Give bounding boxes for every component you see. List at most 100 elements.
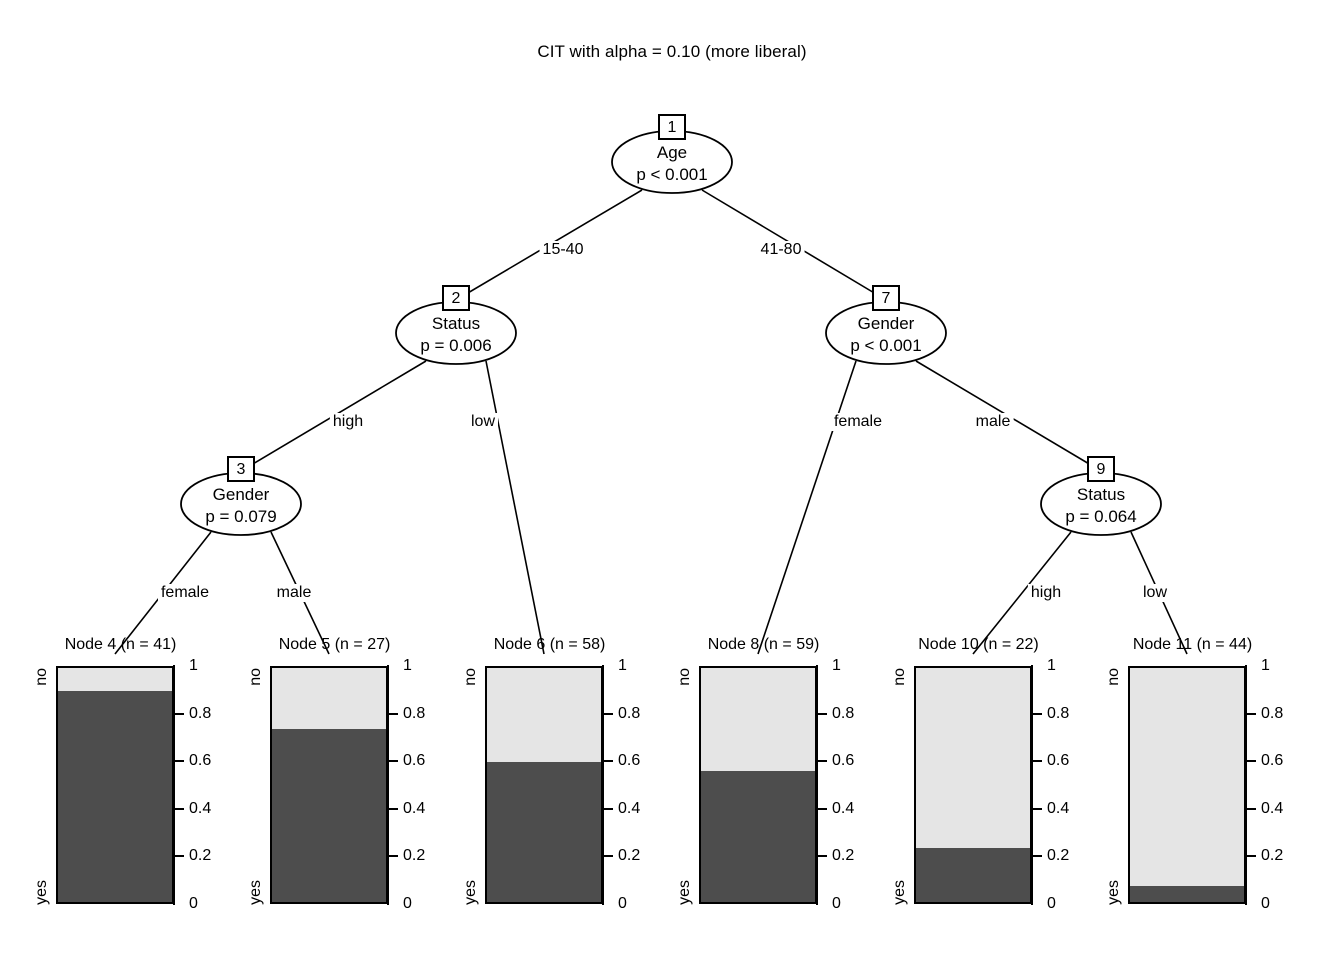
y-axis-line xyxy=(387,665,389,905)
edge-label-9-11: low xyxy=(1139,584,1171,602)
bar-segment-yes xyxy=(487,761,601,902)
axis-tick xyxy=(1247,760,1256,763)
tree-edge-7-8 xyxy=(757,360,857,655)
node-pvalue-label: p = 0.064 xyxy=(1065,507,1137,526)
axis-tick-label: 0.4 xyxy=(1261,799,1284,817)
tree-edge-9-10 xyxy=(972,531,1072,655)
axis-tick-label: 0.2 xyxy=(1047,847,1070,865)
axis-tick-label: 0 xyxy=(1047,895,1056,912)
y-axis-line xyxy=(1031,665,1033,905)
axis-tick xyxy=(389,807,398,810)
axis-tick xyxy=(1033,760,1042,763)
tree-edge-2-6 xyxy=(485,360,545,655)
terminal-barplot xyxy=(699,666,817,904)
edge-label-9-10: high xyxy=(1027,584,1065,602)
terminal-node-title: Node 4 (n = 41) xyxy=(64,636,177,653)
category-label-no: no xyxy=(462,668,479,686)
axis-tick xyxy=(1247,712,1256,715)
axis-tick xyxy=(175,855,184,858)
axis-tick-label: 0.8 xyxy=(832,704,855,722)
axis-tick xyxy=(389,760,398,763)
node-number-box: 2 xyxy=(442,285,470,311)
category-label-no: no xyxy=(891,668,908,686)
axis-tick-label: 0.2 xyxy=(618,847,641,865)
node-variable-label: Status xyxy=(1076,485,1126,504)
edge-label-1-7: 41-80 xyxy=(757,241,805,259)
edge-label-7-9: male xyxy=(972,413,1014,431)
axis-tick-label: 0.6 xyxy=(1261,752,1284,770)
y-axis-line xyxy=(1245,665,1247,905)
axis-tick xyxy=(175,712,184,715)
node-variable-label: Age xyxy=(656,143,688,162)
axis-tick-label: 0.6 xyxy=(403,752,426,770)
axis-tick-label: 0.8 xyxy=(1047,704,1070,722)
page-title: CIT with alpha = 0.10 (more liberal) xyxy=(537,42,807,61)
category-label-no: no xyxy=(676,668,693,686)
axis-tick-label: 1 xyxy=(832,657,841,674)
axis-tick xyxy=(1033,712,1042,715)
axis-tick xyxy=(818,855,827,858)
axis-tick-label: 0.4 xyxy=(189,799,212,817)
category-label-no: no xyxy=(33,668,50,686)
node-pvalue-label: p < 0.001 xyxy=(636,165,708,184)
edge-label-3-5: male xyxy=(273,584,315,602)
axis-tick-label: 0.6 xyxy=(618,752,641,770)
edge-label-7-8: female xyxy=(830,413,886,431)
axis-tick xyxy=(1033,855,1042,858)
axis-tick-label: 0.8 xyxy=(189,704,212,722)
axis-tick-label: 0.4 xyxy=(618,799,641,817)
terminal-barplot xyxy=(56,666,174,904)
node-number-box: 3 xyxy=(227,456,255,482)
axis-tick xyxy=(389,712,398,715)
terminal-node-title: Node 8 (n = 59) xyxy=(707,636,820,653)
axis-tick-label: 1 xyxy=(1261,657,1270,674)
edge-label-2-3: high xyxy=(329,413,367,431)
node-variable-label: Status xyxy=(431,314,481,333)
bar-segment-yes xyxy=(272,728,386,902)
axis-tick-label: 0.8 xyxy=(618,704,641,722)
axis-tick-label: 0.4 xyxy=(1047,799,1070,817)
category-label-yes: yes xyxy=(891,880,908,905)
axis-tick xyxy=(389,855,398,858)
bar-segment-yes xyxy=(58,691,172,902)
axis-tick xyxy=(818,712,827,715)
axis-tick xyxy=(604,807,613,810)
axis-tick-label: 0 xyxy=(618,895,627,912)
y-axis-line xyxy=(816,665,818,905)
axis-tick xyxy=(604,855,613,858)
axis-tick-label: 0 xyxy=(189,895,198,912)
terminal-node-title: Node 10 (n = 22) xyxy=(918,636,1039,653)
axis-tick-label: 0.2 xyxy=(403,847,426,865)
terminal-barplot xyxy=(270,666,388,904)
axis-tick xyxy=(604,760,613,763)
terminal-barplot xyxy=(485,666,603,904)
terminal-barplot xyxy=(1128,666,1246,904)
category-label-yes: yes xyxy=(462,880,479,905)
axis-tick-label: 1 xyxy=(1047,657,1056,674)
axis-tick-label: 1 xyxy=(618,657,627,674)
axis-tick-label: 0.8 xyxy=(403,704,426,722)
axis-tick-label: 0.2 xyxy=(832,847,855,865)
terminal-node-title: Node 5 (n = 27) xyxy=(278,636,391,653)
axis-tick xyxy=(604,712,613,715)
axis-tick xyxy=(175,760,184,763)
terminal-barplot xyxy=(914,666,1032,904)
node-number-box: 7 xyxy=(872,285,900,311)
node-pvalue-label: p = 0.006 xyxy=(420,336,492,355)
axis-tick xyxy=(1247,855,1256,858)
axis-tick-label: 1 xyxy=(403,657,412,674)
edge-label-1-2: 15-40 xyxy=(539,241,587,259)
node-variable-label: Gender xyxy=(212,485,270,504)
category-label-no: no xyxy=(247,668,264,686)
